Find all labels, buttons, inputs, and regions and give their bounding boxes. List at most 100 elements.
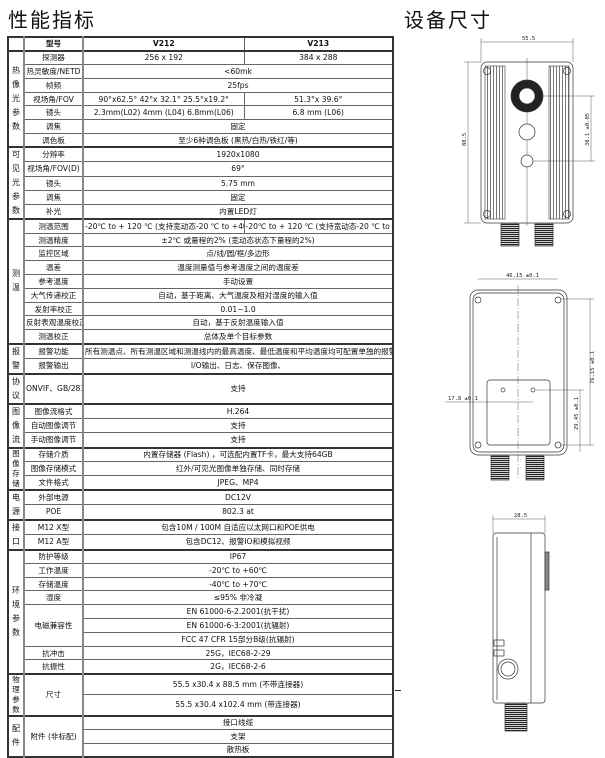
row-value: 自动，基于反射温度输入值 xyxy=(82,315,394,331)
table-row: 工作温度-20℃ to +60℃ xyxy=(8,562,394,578)
value-v213: V213 xyxy=(243,36,394,52)
table-row: 自动图像调节支持 xyxy=(8,417,394,434)
table-row: M12 A型包含DC12、报警IO和模拟视频 xyxy=(8,534,394,551)
row-label: 图像流格式 xyxy=(23,402,84,419)
table-row: 测温校正总体及单个目标参数 xyxy=(8,329,394,345)
value-v212: 256 x 192 xyxy=(82,49,245,66)
row-value: JPEG、MP4 xyxy=(82,475,394,491)
table-row: 调色板至少6种调色板 (黑热/白热/铁红/等) xyxy=(8,133,394,148)
row-label: 探测器 xyxy=(23,49,84,66)
row-value: 2G，IEC68-2-6 xyxy=(82,659,394,675)
stray-mark xyxy=(395,690,401,691)
group-label-line: 测 xyxy=(12,269,20,279)
table-row: 大气传递校正自动，基于距离、大气温度及相对湿度的输入值 xyxy=(8,287,394,303)
row-label: 报警输出 xyxy=(23,358,84,375)
group-label-line: 环 xyxy=(12,585,20,595)
group-label-line: 境 xyxy=(12,599,20,609)
table-row: 存储温度-40℃ to +70℃ xyxy=(8,576,394,592)
group-label-line: 像 xyxy=(12,420,20,430)
row-value: 固定 xyxy=(82,119,394,135)
row-value: 至少6种调色板 (黑热/白热/铁红/等) xyxy=(82,133,394,148)
row-value: EN 61000-6-3:2001(抗辐射) xyxy=(82,618,394,633)
group-label: 电源 xyxy=(7,488,25,521)
row-label: 镜头 xyxy=(23,105,84,121)
value-v212: 2.3mm(L02) 4mm (L04) 6.8mm(L06) xyxy=(82,105,245,121)
group-label: 环境参数 xyxy=(7,548,25,675)
row-value: 支架 xyxy=(82,729,394,744)
group-label-line: 协议 xyxy=(12,376,20,400)
value-v213: 384 x 288 xyxy=(243,49,394,66)
row-label: 视场角/FOV xyxy=(23,91,84,107)
device-drawings: 55.5 88.5 38.1 ±0.05 46.15 ±0.1 76.15 ±0… xyxy=(445,36,596,732)
group-label-line: 接 xyxy=(12,522,20,532)
row-value: 温度测量值与参考温度之间的温度差 xyxy=(82,260,394,276)
table-row: 补光内置LED灯 xyxy=(8,204,394,220)
row-label: 手动图像调节 xyxy=(23,432,84,449)
spec-title: 性能指标 xyxy=(8,8,96,32)
row-value: EN 61000-6-2.2001(抗干扰) xyxy=(82,604,394,620)
table-row: 测温测温范围-20℃ to + 120 ℃ (支持宽动态-20 ℃ to +40… xyxy=(7,218,394,345)
row-value: <60mk xyxy=(82,64,394,79)
row-label: 电磁兼容性 xyxy=(23,604,84,647)
front-height-dimension: 88.5 xyxy=(462,133,468,146)
row-label: 存储温度 xyxy=(23,576,84,592)
group-label-line: 光 xyxy=(12,178,20,188)
row-value: 内置LED灯 xyxy=(82,204,394,220)
group-label: 物理参数 xyxy=(7,672,25,717)
group-label-line: 温 xyxy=(12,283,20,293)
table-row: 视场角/FOV(D)69° xyxy=(8,161,394,177)
row-value: 支持 xyxy=(82,417,394,434)
row-label: 自动图像调节 xyxy=(23,417,84,434)
group-label: 报警 xyxy=(7,342,25,375)
table-row: 报警报警功能所有测温点、所有测温区域和测温线内的最高温度、最低温度和平均温度均可… xyxy=(7,342,394,375)
row-label: 监控区域 xyxy=(23,246,84,262)
side-depth-dimension: 28.5 xyxy=(514,513,527,519)
table-row: 图像存储模式红外/可见光图像单独存储、同时存储 xyxy=(8,461,394,477)
row-label: 防护等级 xyxy=(23,548,84,564)
row-label: 参考温度 xyxy=(23,274,84,289)
row-value: 支持 xyxy=(82,372,394,405)
group-label: 图像流 xyxy=(7,402,25,449)
group-label-line: 热 xyxy=(12,66,20,76)
table-row: 调焦固定 xyxy=(8,119,394,135)
table-row: 热灵敏度/NETD<60mk xyxy=(8,64,394,79)
row-label: 抗振性 xyxy=(23,659,84,675)
row-label: 测温校正 xyxy=(23,329,84,345)
row-label: 帧频 xyxy=(23,77,84,93)
table-row: 配件附件 (非标配)接口线缆 xyxy=(7,714,394,758)
row-label: 视场角/FOV(D) xyxy=(23,161,84,177)
row-label: 调焦 xyxy=(23,119,84,135)
group-label-line: 源 xyxy=(12,506,20,516)
group-label: 接口 xyxy=(7,518,25,551)
row-value: 55.5 x30.4 x102.4 mm (带连接器) xyxy=(82,694,394,717)
row-value: 25fps xyxy=(82,77,394,93)
group-label-line: 流 xyxy=(12,434,20,444)
group-label-line: 存储 xyxy=(12,468,20,488)
back-width-dimension: 46.15 ±0.1 xyxy=(506,273,539,279)
table-row: 图像存储存储介质内置存储器 (Flash) ，可选配内置TF卡，最大支持64GB xyxy=(7,446,394,491)
row-label: 调色板 xyxy=(23,133,84,148)
group-label-line: 像 xyxy=(12,80,20,90)
group-label-line: 报 xyxy=(12,346,20,356)
lens-spacing-dimension: 38.1 ±0.05 xyxy=(585,113,591,146)
front-view-drawing xyxy=(464,38,595,247)
row-label: 型号 xyxy=(23,36,84,52)
front-width-dimension: 55.5 xyxy=(522,36,535,42)
group-label-line: 数 xyxy=(12,206,20,216)
group-label-line: 数 xyxy=(12,122,20,132)
row-label: 报警功能 xyxy=(23,342,84,360)
row-label: 温差 xyxy=(23,260,84,276)
row-label: 分辨率 xyxy=(23,146,84,163)
